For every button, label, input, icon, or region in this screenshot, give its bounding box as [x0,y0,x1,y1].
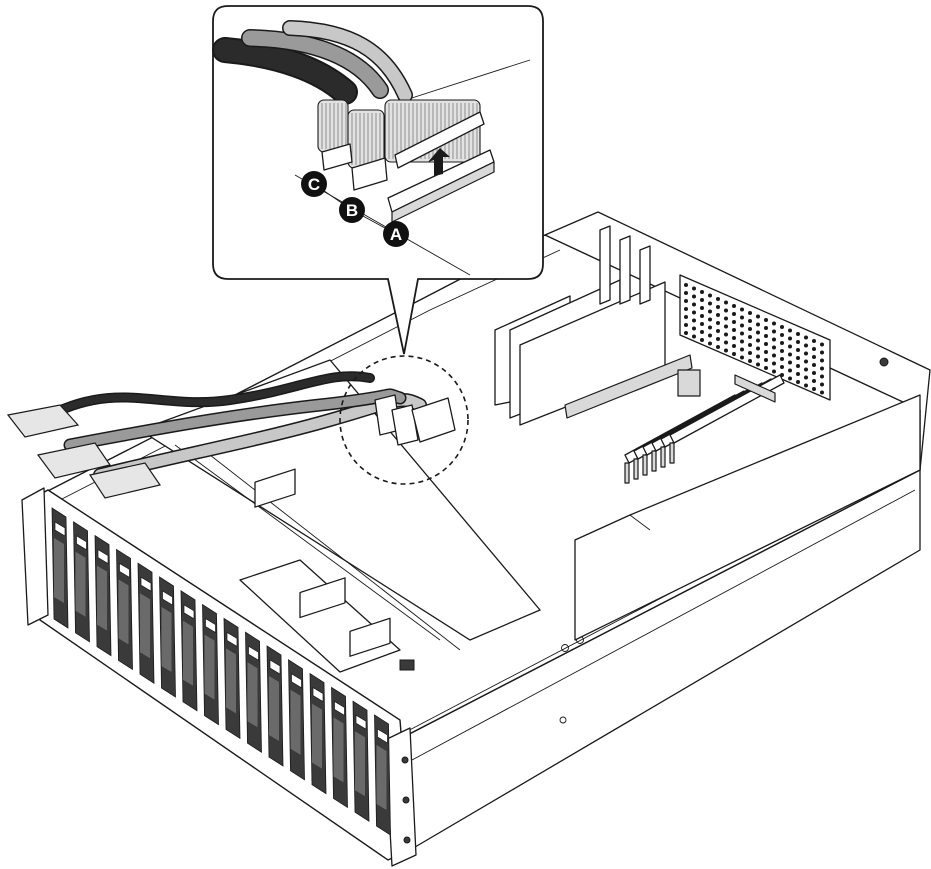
rear-fan-grille [679,274,831,401]
drive-slot [223,617,241,740]
drive-bay-slots [51,507,391,836]
ribbon-end-2 [36,442,111,479]
callout-a: A [383,221,409,247]
drive-slot [137,562,155,684]
air-duct-cover [138,359,542,641]
callout-b: B [339,197,397,235]
expansion-cards [494,225,693,426]
callout-b-label: B [346,201,358,220]
drive-slot [266,645,284,767]
callout-a-label: A [390,225,402,244]
callout-ribbon-cable [317,99,349,153]
drive-slot [374,714,391,836]
drive-slot [94,534,112,657]
lifted-connector [394,111,485,169]
lift-arrow [428,148,450,176]
ribbon-end-1 [6,404,80,438]
cables [6,371,456,499]
drive-slot [352,700,370,822]
front-drive-cage [21,487,417,867]
drive-slot [51,507,69,629]
callout-c-label: C [308,175,320,194]
drive-slot [245,631,262,753]
ribbon-end-3 [89,462,161,499]
drive-slot [309,672,327,795]
drive-slot [116,548,133,671]
board-connector [677,369,701,397]
detail-circle [339,355,469,485]
left-rack-ear [21,487,49,626]
drive-slot [202,603,219,726]
drive-slot [159,576,176,698]
drive-slot [288,659,305,781]
drive-slot [180,590,198,712]
drive-slot [331,686,348,809]
fan-board [239,468,401,673]
callout-c: C [301,171,353,211]
detail-callout: C B A [212,5,544,355]
drive-slot [73,521,90,643]
